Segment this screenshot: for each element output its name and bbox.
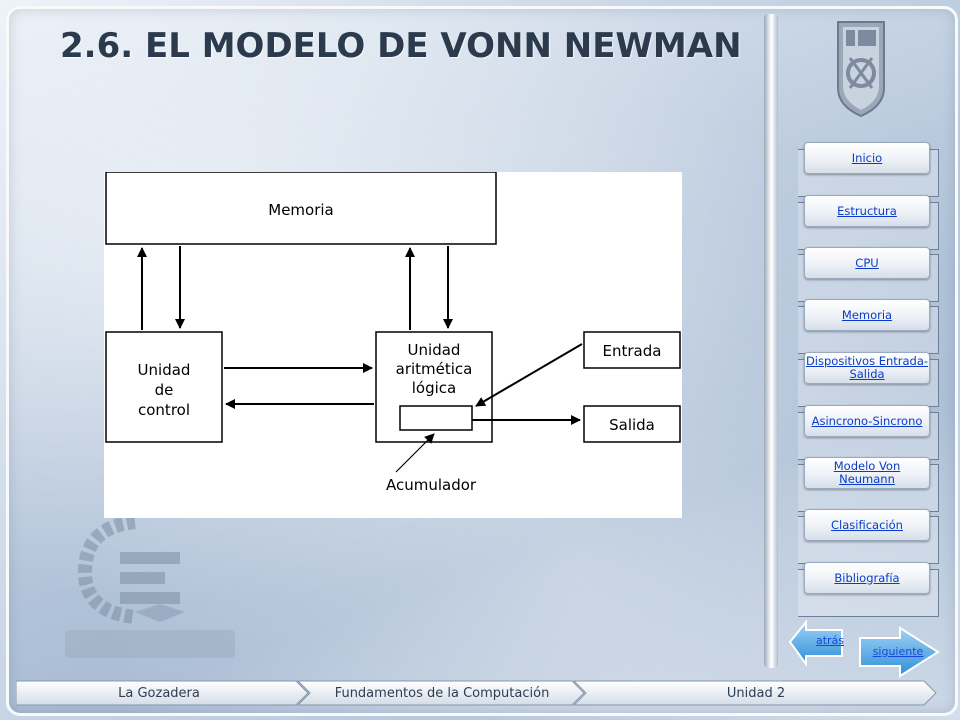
- memory-label: Memoria: [268, 201, 334, 219]
- nav-memoria-button[interactable]: Memoria: [804, 299, 930, 331]
- upiicsa-watermark-icon: [65, 515, 235, 658]
- nav-clasificacion-button[interactable]: Clasificación: [804, 509, 930, 541]
- next-button[interactable]: siguiente: [872, 644, 924, 658]
- nav-inicio-button[interactable]: Inicio: [804, 142, 930, 174]
- breadcrumb: La Gozadera Fundamentos de la Computació…: [16, 680, 940, 706]
- memory-box: [105, 172, 497, 245]
- accumulator-box: [399, 405, 473, 431]
- back-arrow-icon: [788, 619, 843, 668]
- output-box: [583, 405, 681, 443]
- breadcrumb-item: La Gozadera: [118, 685, 200, 701]
- nav-bibliografia-button[interactable]: Bibliografía: [804, 562, 930, 594]
- vertical-divider: [764, 14, 778, 668]
- nav-modelo-von-neumann-button[interactable]: Modelo Von Neumann: [804, 457, 930, 489]
- control-unit-label-2: de: [155, 381, 174, 399]
- nav-estructura-button[interactable]: Estructura: [804, 195, 930, 227]
- accumulator-label: Acumulador: [386, 476, 477, 494]
- control-unit-label-1: Unidad: [138, 361, 191, 379]
- nav-arrows-graphic: [788, 619, 940, 678]
- alu-label-2: aritmética: [396, 360, 473, 378]
- arrow-accumulator-pointer: [395, 433, 435, 473]
- nav-dispositivos-button[interactable]: Dispositivos Entrada-Salida: [804, 352, 930, 384]
- breadcrumb-item: Fundamentos de la Computación: [334, 685, 550, 701]
- next-arrow-icon: [859, 626, 940, 678]
- ipn-logo-icon: [837, 21, 885, 118]
- alu-label-3: lógica: [412, 379, 456, 397]
- output-label: Salida: [609, 416, 655, 434]
- page-title: 2.6. EL MODELO DE VONN NEWMAN: [60, 26, 742, 66]
- alu-label-1: Unidad: [408, 341, 461, 359]
- breadcrumb-bar: [16, 680, 937, 706]
- control-unit-label-3: control: [138, 401, 190, 419]
- breadcrumb-item: Unidad 2: [726, 685, 786, 701]
- arrow-input-to-alu: [475, 343, 583, 407]
- control-unit-box: [105, 331, 223, 443]
- nav-cpu-button[interactable]: CPU: [804, 247, 930, 279]
- input-label: Entrada: [603, 342, 662, 360]
- von-neumann-diagram: Memoria Unidad de control Unidad aritmét…: [104, 172, 682, 518]
- back-button[interactable]: atrás: [815, 633, 845, 647]
- nav-asincrono-button[interactable]: Asincrono-Sincrono: [804, 405, 930, 437]
- input-box: [583, 331, 681, 369]
